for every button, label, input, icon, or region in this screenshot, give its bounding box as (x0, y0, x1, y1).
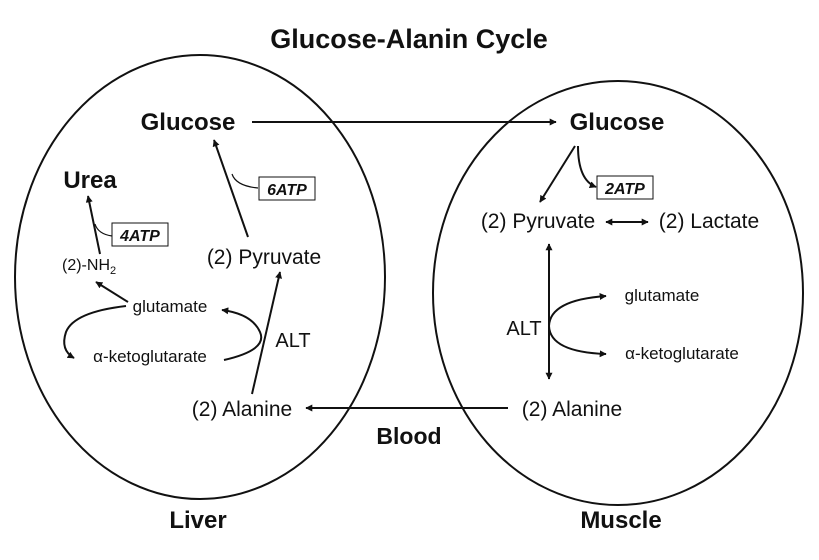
arrow-liver-alanine-to-pyruvate (251, 271, 283, 395)
liver-alt: ALT (275, 330, 310, 352)
arrow-liver-glutamate-to-ketoglutarate (63, 305, 127, 359)
liver-urea: Urea (63, 167, 117, 194)
muscle-ketoglutarate: α-ketoglutarate (625, 344, 739, 363)
liver-label: Liver (169, 507, 226, 534)
muscle-atp: 2ATP (604, 181, 645, 198)
muscle-glutamate: glutamate (625, 286, 700, 305)
muscle-lactate: (2) Lactate (659, 210, 759, 233)
diagram-title: Glucose-Alanin Cycle (270, 24, 548, 54)
liver-alanine: (2) Alanine (192, 398, 292, 421)
muscle-glucose: Glucose (570, 109, 665, 136)
blood-label: Blood (376, 423, 441, 449)
arrow-liver-pyruvate-to-glucose (212, 139, 249, 238)
arrow-muscle-glucose-to-pyruvate (539, 145, 576, 203)
liver-glucose: Glucose (141, 109, 236, 136)
muscle-alt: ALT (506, 318, 541, 340)
arrow-liver-nh2-to-urea (85, 195, 101, 255)
liver-atp-box-4 (111, 222, 169, 247)
arrow-muscle-to-ketoglutarate (548, 325, 607, 358)
arrow-muscle-glucose-to-atp (577, 145, 597, 188)
liver-pyruvate: (2) Pyruvate (207, 246, 321, 269)
liver-atp-6: 6ATP (267, 182, 307, 199)
liver-atp-4: 4ATP (119, 228, 160, 245)
liver-compartment (14, 54, 386, 500)
arrow-liver-6atp-hook (231, 173, 259, 189)
arrow-liver-4atp-hook (94, 223, 113, 237)
liver-nh2: (2)-NH2 (62, 257, 116, 277)
muscle-atp-box (596, 175, 654, 200)
muscle-compartment (432, 80, 804, 506)
liver-ketoglutarate: α-ketoglutarate (93, 347, 207, 366)
muscle-pyruvate: (2) Pyruvate (481, 210, 595, 233)
liver-atp-box-6 (258, 176, 316, 201)
liver-glutamate: glutamate (133, 297, 208, 316)
arrow-muscle-to-glutamate (548, 292, 607, 327)
muscle-label: Muscle (580, 507, 661, 534)
arrow-liver-ketoglutarate-to-glutamate (221, 307, 263, 361)
muscle-alanine: (2) Alanine (522, 398, 622, 421)
arrow-liver-glutamate-to-nh2 (95, 281, 129, 303)
